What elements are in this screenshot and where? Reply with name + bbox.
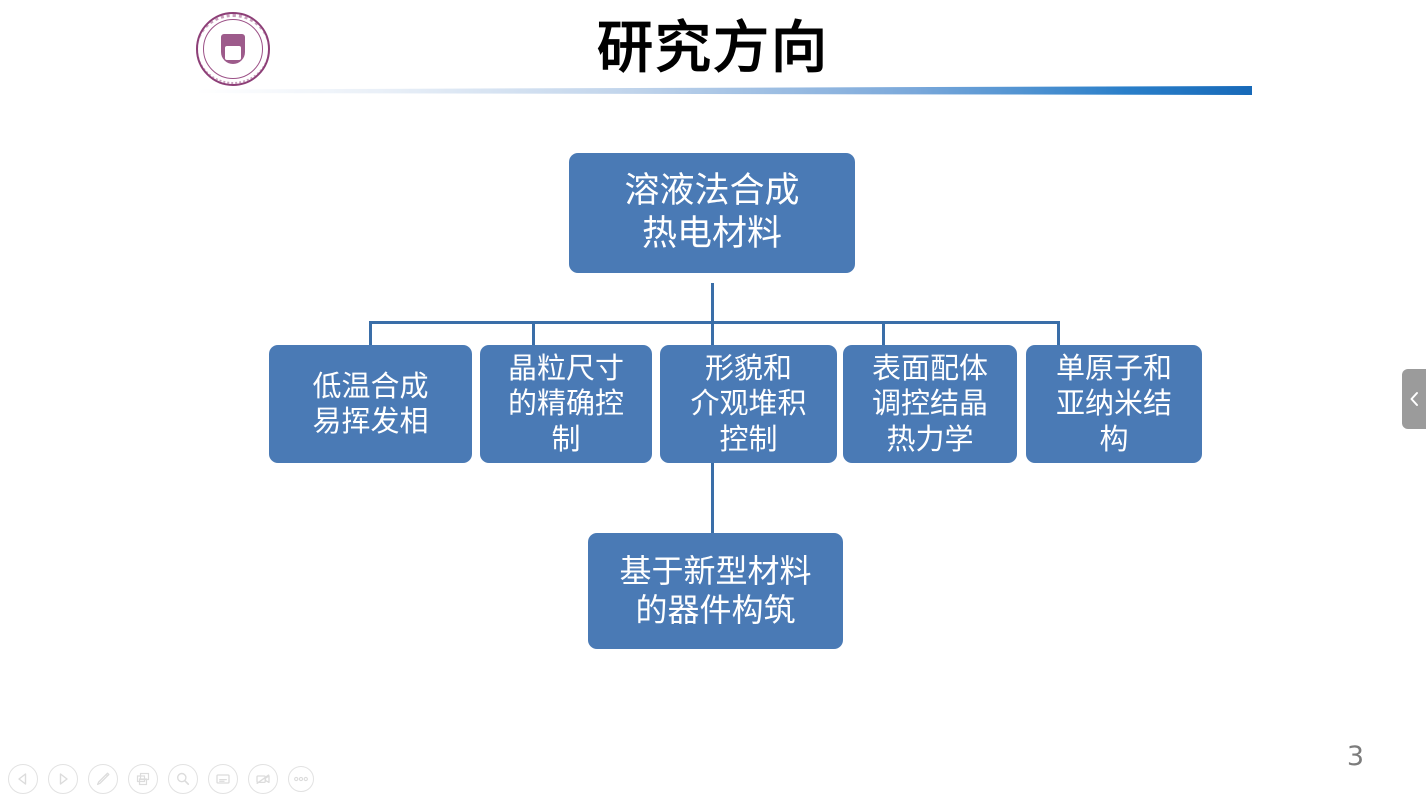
notes-icon <box>215 771 231 787</box>
connector-horizontal-bus <box>369 321 1059 324</box>
camera-off-icon <box>255 771 271 787</box>
connector-branch3-to-outcome <box>711 463 714 535</box>
diagram-node-root: 溶液法合成 热电材料 <box>569 153 855 273</box>
magnifier-button[interactable] <box>168 764 198 794</box>
page-number: 3 <box>1346 741 1364 772</box>
title-divider-bar <box>196 86 1252 95</box>
connector-root-to-bus <box>711 283 714 323</box>
notes-button[interactable] <box>208 764 238 794</box>
slides-overview-icon <box>135 771 151 787</box>
previous-slide-icon <box>16 772 30 786</box>
previous-slide-button[interactable] <box>8 764 38 794</box>
more-options-icon <box>293 775 309 783</box>
connector-bus-to-branch-5 <box>1057 321 1060 347</box>
connector-bus-to-branch-2 <box>532 321 535 347</box>
diagram-node-branch-2: 晶粒尺寸 的精确控 制 <box>480 345 652 463</box>
panel-collapse-handle[interactable] <box>1402 369 1426 429</box>
logo-arc-text <box>198 14 268 84</box>
pen-icon <box>95 771 111 787</box>
diagram-node-branch-5: 单原子和 亚纳米结 构 <box>1026 345 1202 463</box>
magnifier-icon <box>175 771 191 787</box>
university-logo <box>196 12 270 86</box>
connector-bus-to-branch-3 <box>711 321 714 347</box>
connector-bus-to-branch-4 <box>882 321 885 347</box>
diagram-node-branch-3: 形貌和 介观堆积 控制 <box>660 345 837 463</box>
chevron-left-icon <box>1408 390 1420 408</box>
presenter-toolbar <box>8 764 314 794</box>
more-options-button[interactable] <box>288 766 314 792</box>
logo-crest <box>221 34 245 64</box>
next-slide-icon <box>56 772 70 786</box>
pen-button[interactable] <box>88 764 118 794</box>
page-title: 研究方向 <box>597 16 829 81</box>
diagram-node-branch-4: 表面配体 调控结晶 热力学 <box>843 345 1017 463</box>
next-slide-button[interactable] <box>48 764 78 794</box>
connector-bus-to-branch-1 <box>369 321 372 347</box>
camera-off-button[interactable] <box>248 764 278 794</box>
logo-inner-ring <box>203 19 263 79</box>
slides-overview-button[interactable] <box>128 764 158 794</box>
diagram-node-branch-1: 低温合成 易挥发相 <box>269 345 472 463</box>
diagram-node-outcome: 基于新型材料 的器件构筑 <box>588 533 843 649</box>
